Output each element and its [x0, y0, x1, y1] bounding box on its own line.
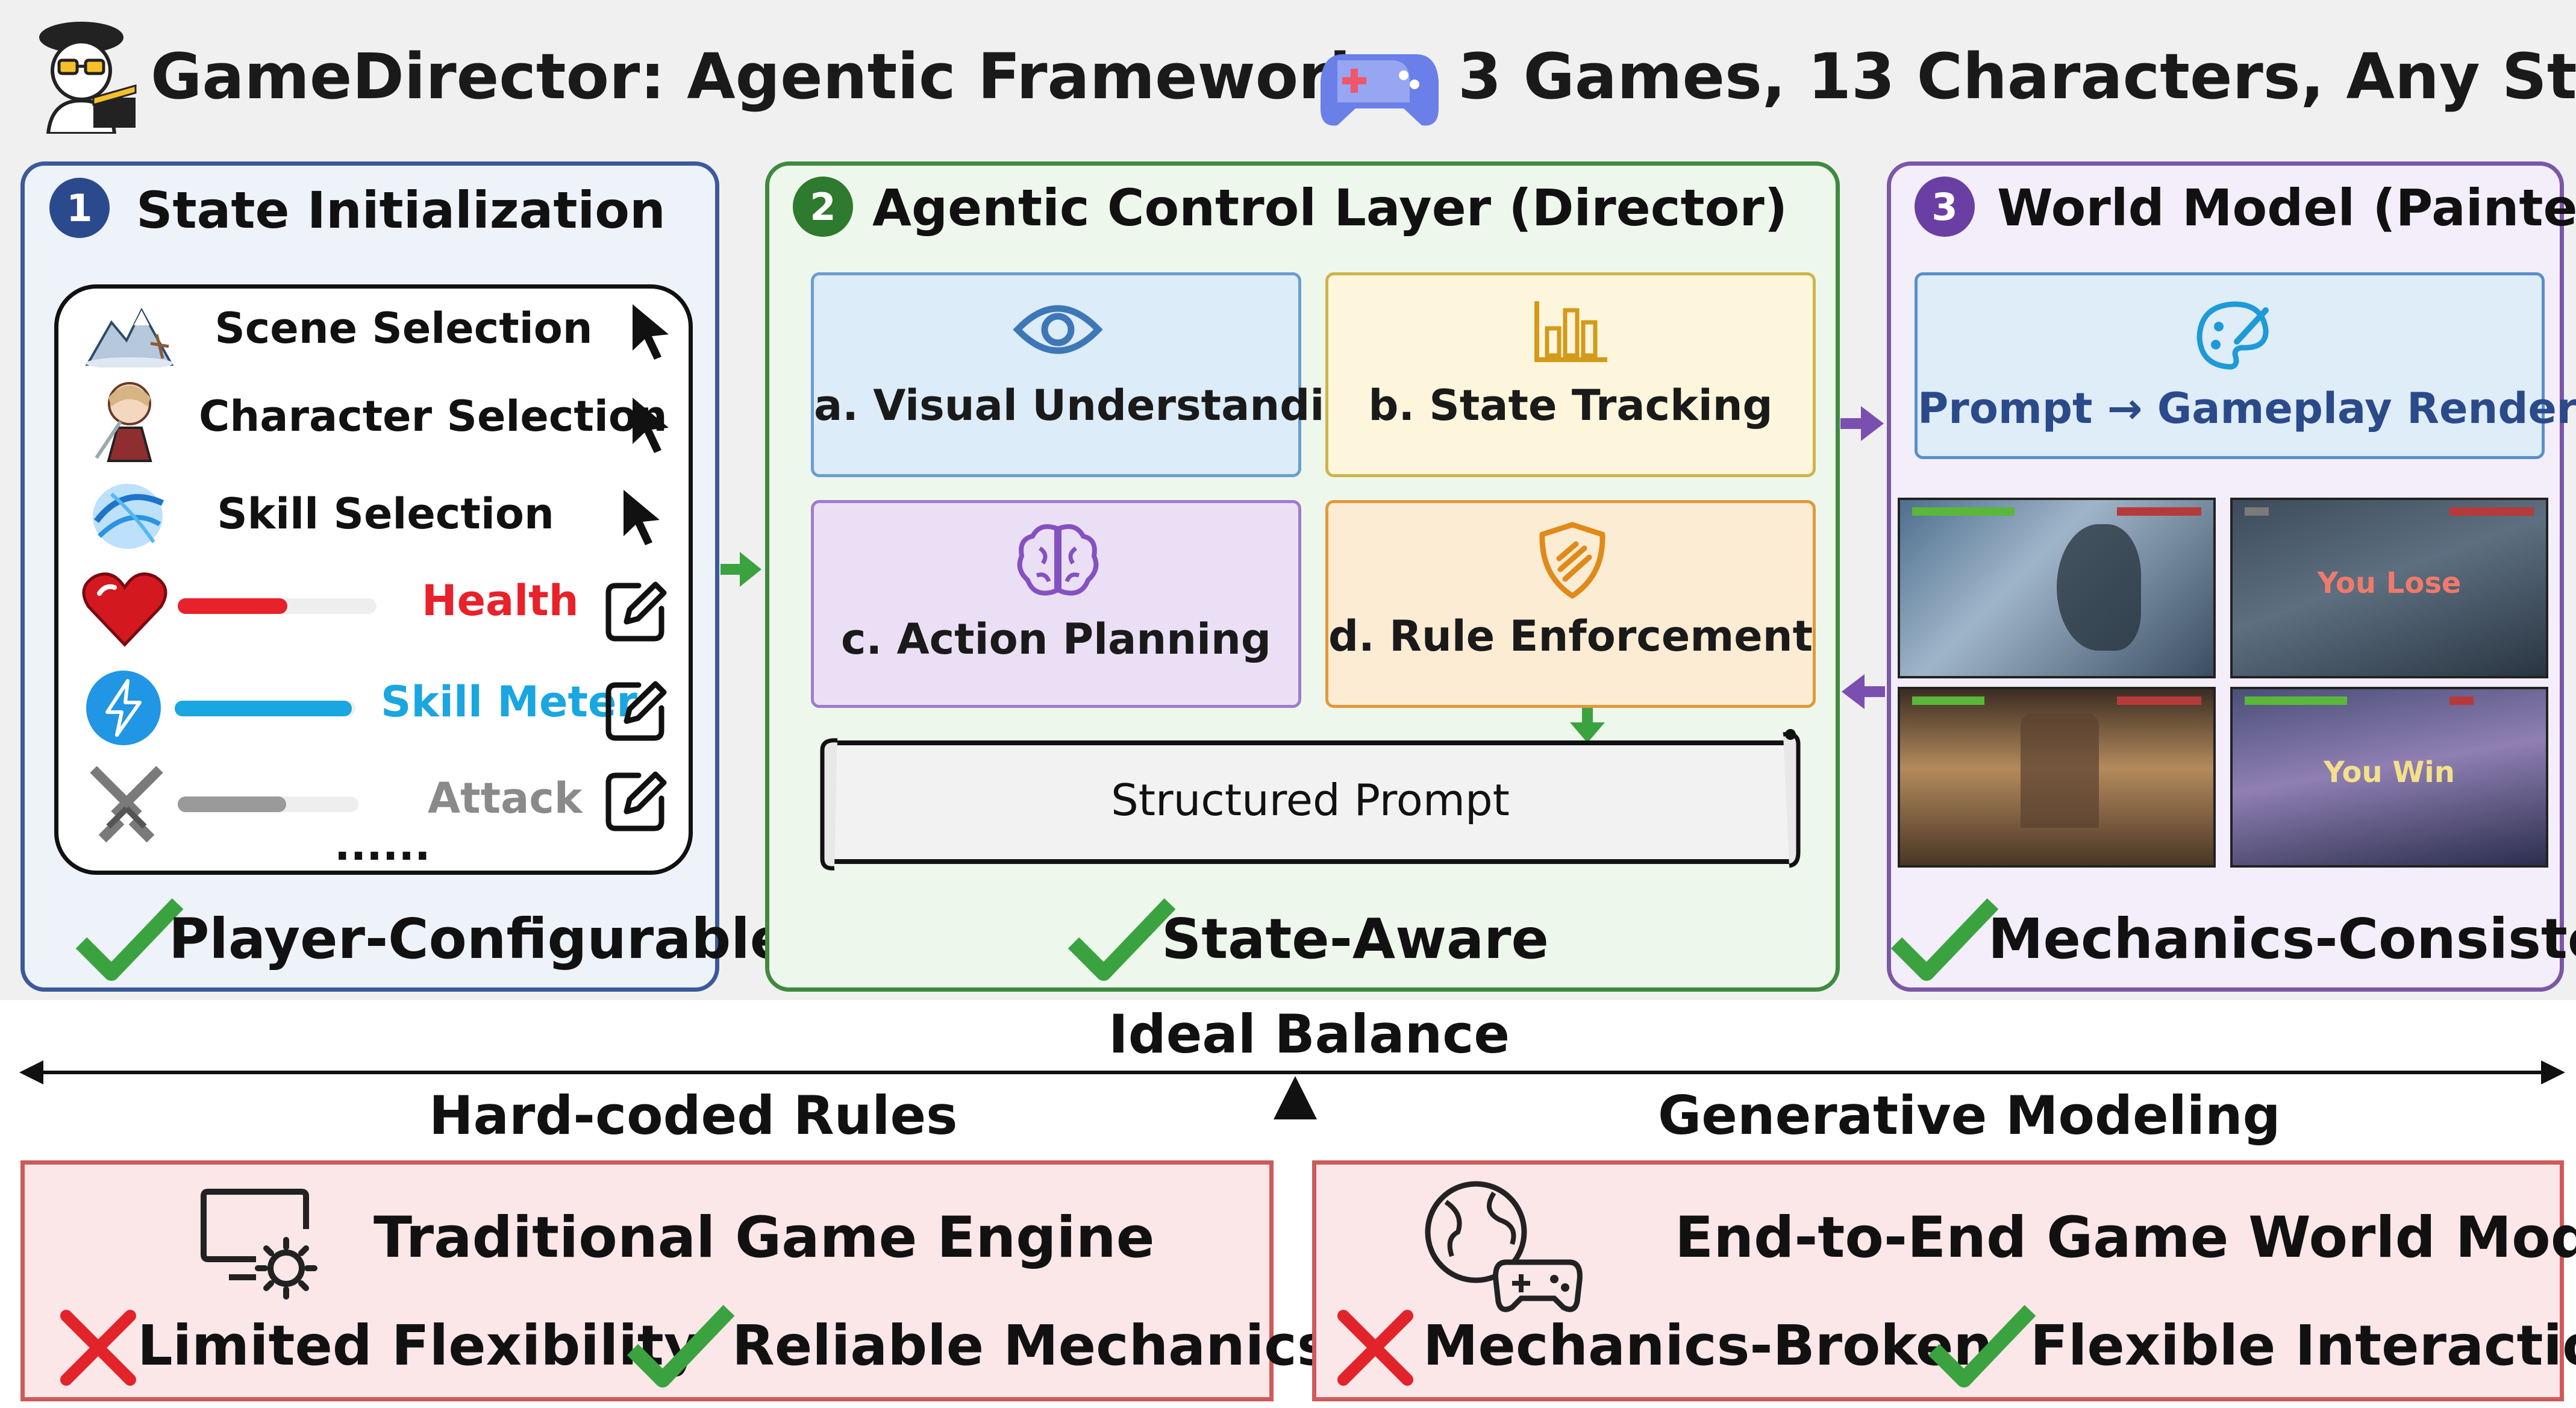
player-health-bar	[2245, 507, 2269, 516]
cursor-icon[interactable]	[617, 487, 666, 547]
edit-icon[interactable]	[602, 768, 669, 834]
edit-icon[interactable]	[602, 578, 669, 645]
scene-selection-label: Scene Selection	[214, 304, 593, 353]
skill-orb-icon	[93, 484, 164, 549]
skill-meter-bar	[175, 701, 355, 716]
cross-icon	[1337, 1310, 1413, 1386]
snow-scene-icon	[85, 307, 174, 368]
rendering-label: Prompt → Gameplay Rendering	[1918, 384, 2576, 433]
palette-icon	[2196, 301, 2269, 370]
state-aware-label: State-Aware	[1161, 907, 1549, 971]
gamepad-icon	[1321, 54, 1439, 126]
header-subtitle: 3 Games, 13 Characters, Any State	[1458, 40, 2576, 113]
edit-icon[interactable]	[602, 678, 669, 744]
check-icon	[75, 898, 184, 981]
character-icon	[95, 382, 152, 462]
boss-health-bar	[2449, 696, 2474, 705]
globe-gamepad-icon	[1425, 1181, 1583, 1312]
director-mascot-icon	[39, 22, 137, 134]
skill-meter-bar-fill	[175, 701, 352, 716]
lightning-icon	[86, 671, 161, 745]
check-icon	[1928, 1305, 2036, 1388]
hard-coded-rules-label: Hard-coded Rules	[429, 1084, 958, 1147]
gameplay-screenshot	[1898, 687, 2216, 868]
you-win-overlay: You Win	[2324, 756, 2455, 789]
limited-flexibility-label: Limited Flexibility	[137, 1313, 700, 1378]
health-bar	[178, 598, 377, 614]
card-action-planning[interactable]: c. Action Planning	[811, 500, 1301, 708]
mechanics-broken-label: Mechanics-Broken	[1423, 1313, 1993, 1378]
card-label: a. Visual Understanding	[814, 381, 1385, 430]
boss-health-bar	[2117, 507, 2201, 516]
rendering-card[interactable]: Prompt → Gameplay Rendering	[1915, 272, 2576, 459]
fulcrum-triangle	[1274, 1076, 1317, 1119]
boss-health-bar	[2117, 696, 2201, 705]
arrow-right-icon	[721, 552, 761, 587]
attack-label: Attack	[428, 774, 583, 823]
health-bar-fill	[178, 598, 287, 614]
structured-prompt-label: Structured Prompt	[1111, 775, 1510, 825]
health-label: Health	[422, 576, 579, 625]
arrow-left-icon	[1842, 674, 1885, 709]
card-label: b. State Tracking	[1368, 381, 1773, 430]
boss-figure	[2057, 524, 2141, 651]
player-health-bar	[1912, 696, 1984, 705]
player-health-bar	[1912, 507, 2015, 516]
gate-figure	[2021, 713, 2099, 828]
generative-modeling-label: Generative Modeling	[1658, 1084, 2281, 1147]
card-state-tracking[interactable]: b. State Tracking	[1325, 272, 1816, 477]
traditional-engine-title: Traditional Game Engine	[374, 1205, 1155, 1271]
brain-icon	[1017, 524, 1099, 596]
heart-icon	[82, 572, 167, 647]
panel2-number: 2	[793, 177, 853, 237]
check-icon	[627, 1305, 735, 1388]
panel1-number: 1	[49, 178, 110, 238]
reliable-mechanics-label: Reliable Mechanics	[732, 1313, 1330, 1378]
gameplay-screenshot: You Win	[2230, 687, 2548, 868]
ideal-balance-label: Ideal Balance	[1108, 1003, 1510, 1065]
arrow-down-icon	[1570, 708, 1605, 743]
character-selection-label: Character Selection	[199, 392, 667, 441]
balance-axis	[19, 1060, 2565, 1084]
panel1-title: State Initialization	[136, 181, 666, 240]
bar-chart-icon	[1534, 301, 1607, 362]
mechanics-consistent-label: Mechanics-Consistent	[1988, 907, 2576, 971]
check-icon	[1890, 898, 1999, 981]
check-icon	[1068, 898, 1176, 981]
card-visual-understanding[interactable]: a. Visual Understanding	[811, 272, 1385, 477]
cursor-icon[interactable]	[627, 301, 675, 361]
cursor-icon[interactable]	[627, 395, 675, 455]
skill-selection-label: Skill Selection	[217, 489, 554, 539]
crossed-swords-icon	[90, 766, 163, 843]
panel3-number: 3	[1915, 177, 1975, 237]
card-rule-enforcement[interactable]: d. Rule Enforcement	[1325, 500, 1816, 708]
boss-health-bar	[2449, 507, 2534, 516]
flexible-interaction-label: Flexible Interaction	[2030, 1313, 2576, 1378]
monitor-gear-icon	[201, 1189, 317, 1300]
header-title: GameDirector: Agentic Framework	[151, 40, 1371, 113]
ellipsis: ......	[334, 821, 431, 870]
skill-meter-label: Skill Meter	[381, 677, 637, 727]
gameplay-screenshot: You Lose	[2230, 498, 2548, 678]
attack-bar	[178, 796, 358, 812]
card-label: c. Action Planning	[840, 615, 1271, 664]
panel3-title: World Model (Painter)	[1997, 178, 2576, 237]
eye-icon	[1013, 305, 1103, 354]
cross-icon	[60, 1310, 136, 1386]
gameplay-screenshot	[1898, 498, 2216, 678]
player-health-bar	[2245, 696, 2347, 705]
card-label: d. Rule Enforcement	[1328, 612, 1813, 661]
attack-bar-fill	[178, 796, 286, 812]
shield-icon	[1539, 522, 1605, 599]
panel2-title: Agentic Control Layer (Director)	[872, 178, 1788, 237]
structured-prompt-scroll	[820, 729, 1801, 871]
arrow-right-icon	[1840, 406, 1884, 441]
you-lose-overlay: You Lose	[2317, 566, 2462, 600]
world-model-title: End-to-End Game World Model	[1675, 1205, 2576, 1271]
player-configurable-label: Player-Configurable	[169, 907, 788, 971]
